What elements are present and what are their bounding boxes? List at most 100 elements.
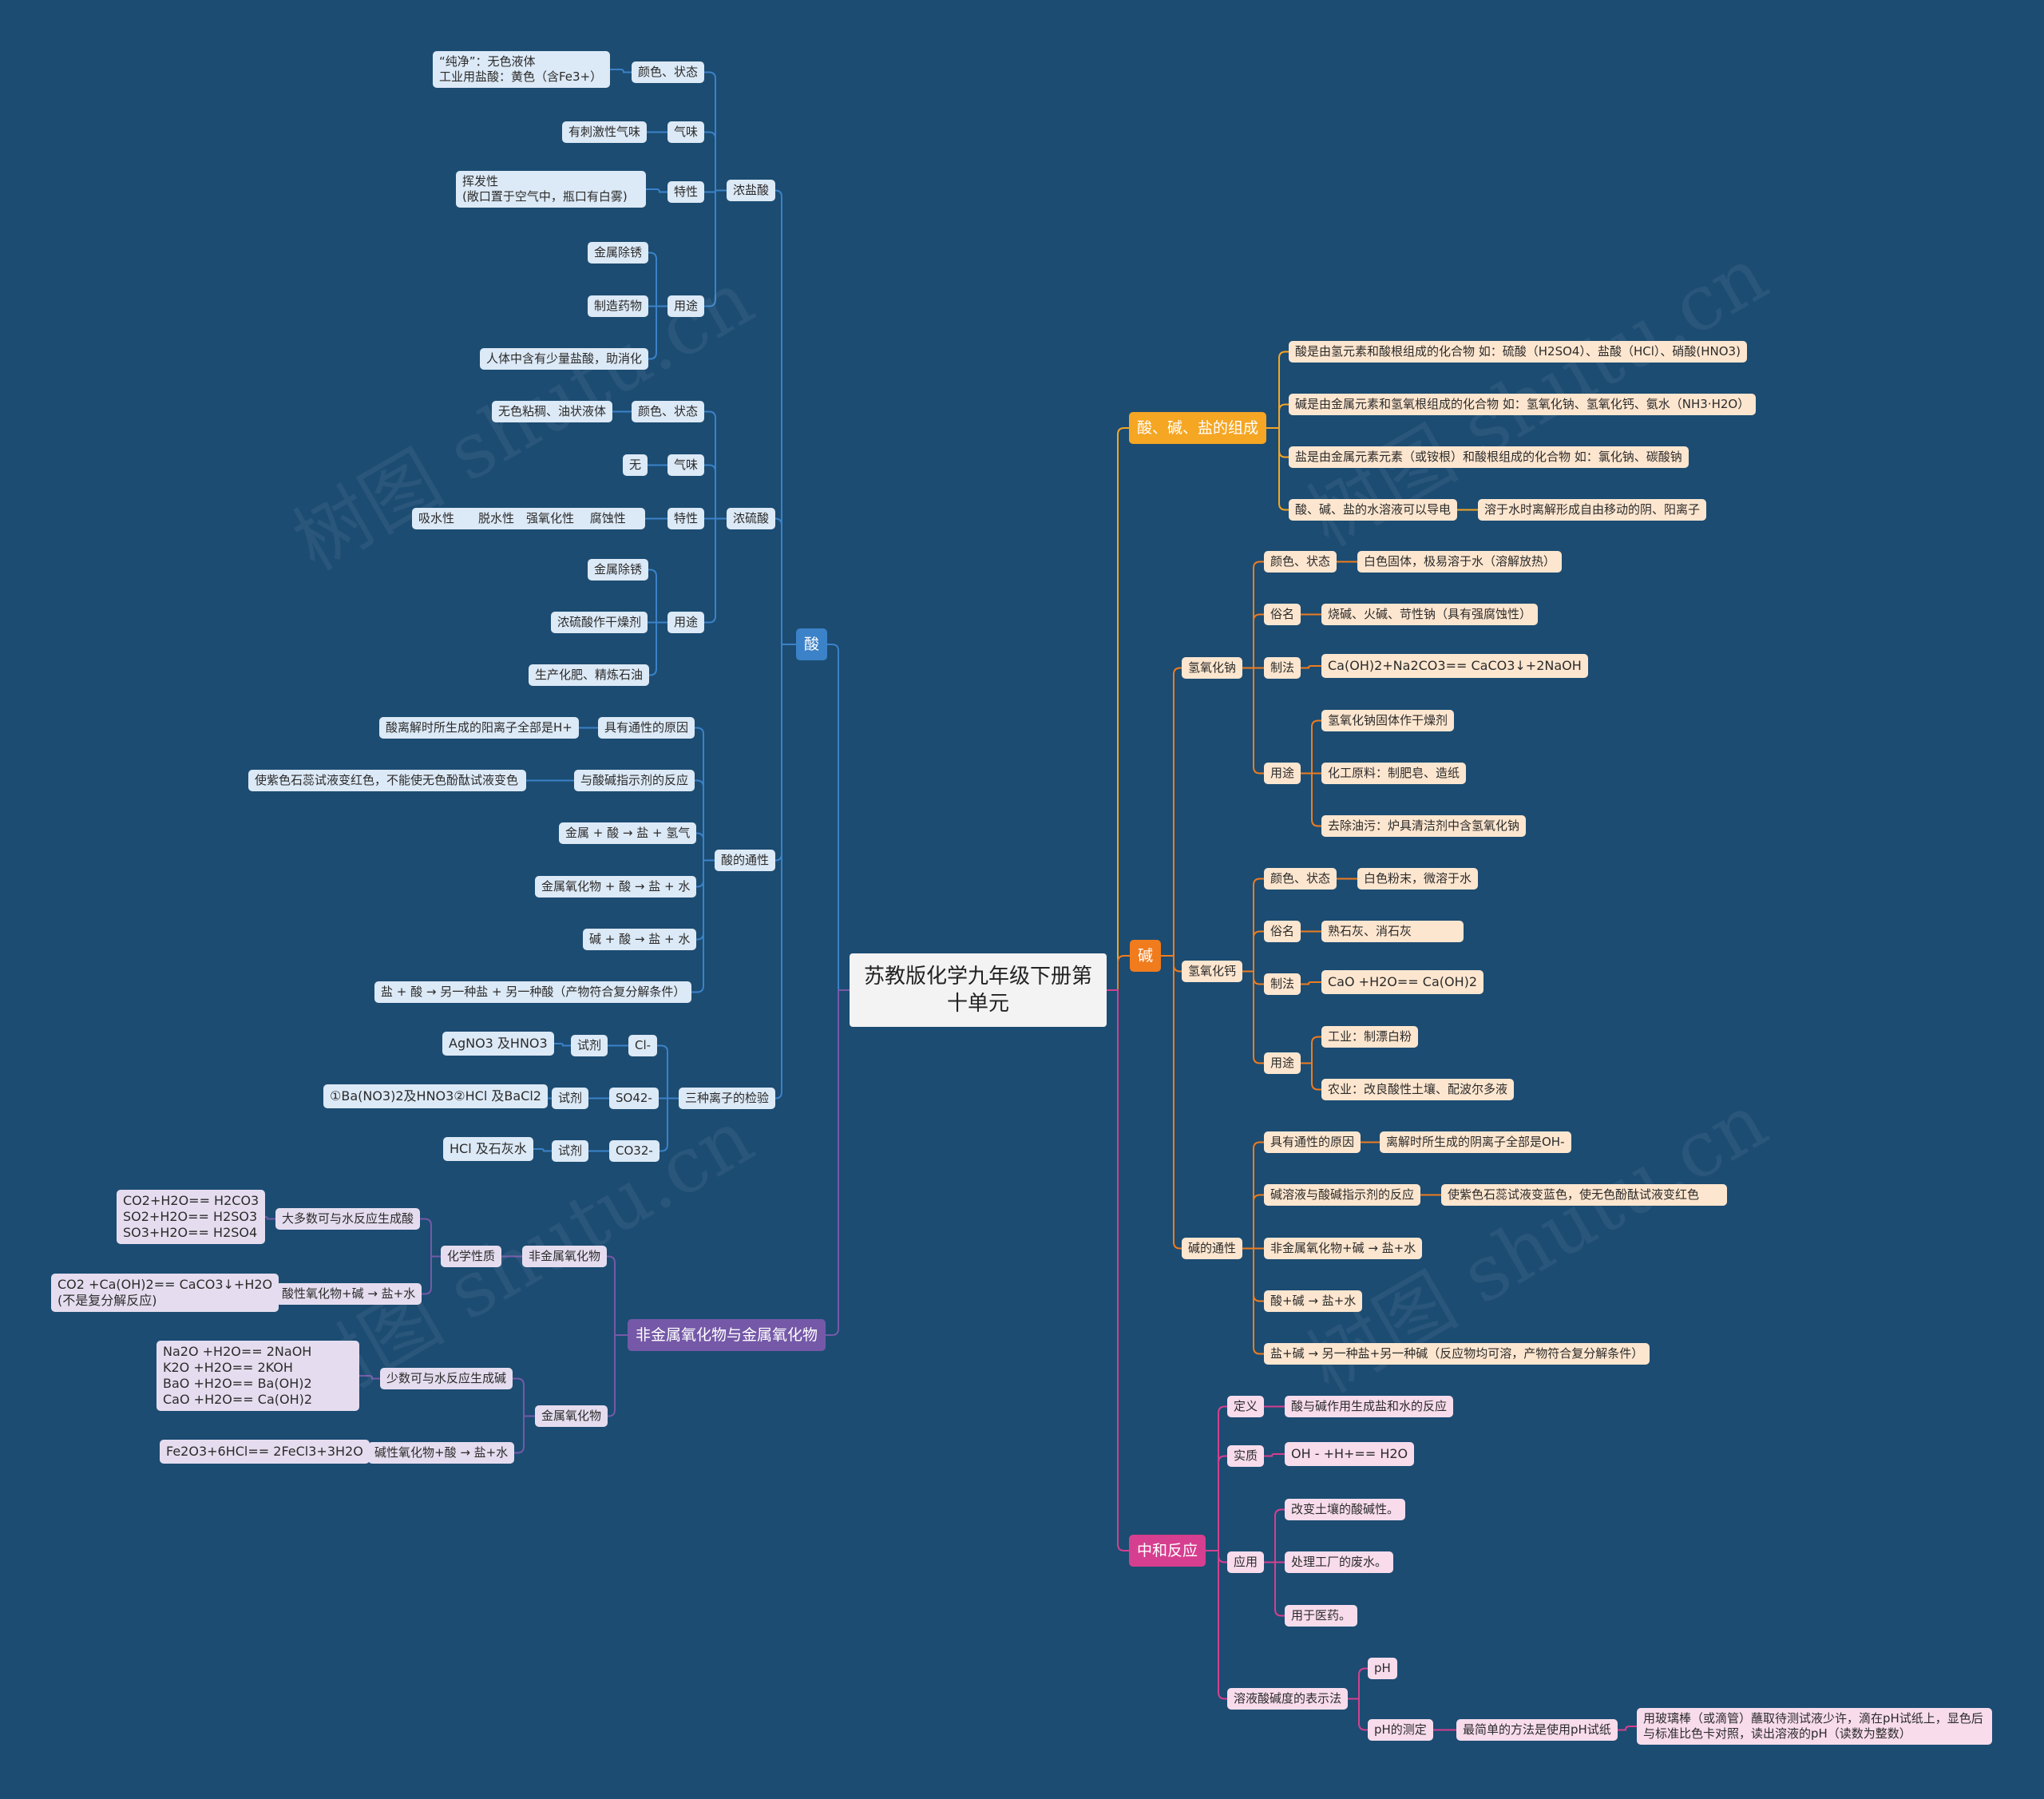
node-ion-test[interactable]: 三种离子的检验 — [679, 1088, 776, 1109]
node-metal-oxide-water[interactable]: 少数可与水反应生成碱 — [380, 1368, 513, 1389]
node-ion-reagent-label[interactable]: 试剂 — [552, 1088, 589, 1109]
node-caoh2-alias[interactable]: 俗名 — [1264, 921, 1301, 942]
branch-base[interactable]: 碱 — [1130, 940, 1162, 972]
node-ion-so4[interactable]: SO42- — [609, 1088, 659, 1109]
node-neut-essence[interactable]: 实质 — [1227, 1445, 1265, 1467]
branch-neutralization[interactable]: 中和反应 — [1129, 1535, 1206, 1567]
node-neut-use-item[interactable]: 用于医药。 — [1285, 1605, 1358, 1627]
node-neut-ph-method[interactable]: 最简单的方法是使用pH试纸 — [1456, 1719, 1618, 1741]
node-acid-common-reason[interactable]: 具有通性的原因 — [598, 717, 695, 739]
node-ion-reagent-label[interactable]: 试剂 — [552, 1140, 589, 1162]
node-nonmetal-oxide-chem[interactable]: 化学性质 — [441, 1246, 502, 1267]
node-acid-common-item[interactable]: 盐 + 酸 → 另一种盐 + 另一种酸（产物符合复分解条件） — [374, 981, 692, 1003]
node-caoh2-use[interactable]: 用途 — [1264, 1052, 1301, 1074]
node-base-common-item[interactable]: 盐+碱 → 另一种盐+另一种碱（反应物均可溶，产物符合复分解条件） — [1264, 1343, 1650, 1365]
node-base-indicator-value[interactable]: 使紫色石蕊试液变蓝色，使无色酚酞试液变红色 — [1441, 1184, 1727, 1206]
node-h2so4-smell-value[interactable]: 无 — [623, 454, 648, 476]
node-hcl-use-item[interactable]: 制造药物 — [588, 295, 649, 317]
node-naoh-alias-value[interactable]: 烧碱、火碱、苛性钠（具有强腐蚀性） — [1321, 604, 1539, 625]
node-base-common-item[interactable]: 酸+碱 → 盐+水 — [1264, 1290, 1363, 1312]
node-base-common[interactable]: 碱的通性 — [1182, 1238, 1243, 1259]
node-hcl-color-state[interactable]: 颜色、状态 — [632, 61, 705, 83]
node-base-common-reason[interactable]: 具有通性的原因 — [1264, 1131, 1361, 1153]
node-h2so4[interactable]: 浓硫酸 — [727, 508, 776, 529]
branch-acid[interactable]: 酸 — [796, 628, 828, 660]
node-acid-common[interactable]: 酸的通性 — [715, 850, 776, 871]
node-hcl-smell-value[interactable]: 有刺激性气味 — [562, 121, 648, 143]
node-hcl-color-state-value[interactable]: “纯净”：无色液体 工业用盐酸：黄色（含Fe3+） — [433, 51, 610, 88]
node-caoh2-use-item[interactable]: 农业：改良酸性土壤、配波尔多液 — [1321, 1079, 1515, 1100]
node-metal-oxide-water-value[interactable]: Na2O +H2O== 2NaOH K2O +H2O== 2KOH BaO +H… — [156, 1341, 359, 1411]
node-ion-reagent-label[interactable]: 试剂 — [571, 1035, 608, 1056]
node-naoh-use-item[interactable]: 化工原料：制肥皂、造纸 — [1321, 763, 1467, 784]
node-composition-conduct-reason[interactable]: 溶于水时离解形成自由移动的阴、阳离子 — [1478, 499, 1707, 521]
node-acid-indicator-value[interactable]: 使紫色石蕊试液变红色，不能使无色酚酞试液变色 — [248, 770, 526, 791]
node-hcl-feature[interactable]: 特性 — [667, 181, 705, 203]
node-ion-co3[interactable]: CO32- — [609, 1140, 660, 1162]
node-h2so4-use[interactable]: 用途 — [667, 612, 705, 633]
node-neut-ph-measure[interactable]: pH的测定 — [1368, 1719, 1433, 1741]
node-caoh2[interactable]: 氢氧化钙 — [1182, 961, 1243, 982]
node-acid-common-item[interactable]: 金属氧化物 + 酸 → 盐 + 水 — [535, 876, 697, 898]
node-composition-acid[interactable]: 酸是由氢元素和酸根组成的化合物 如：硫酸（H2SO4）、盐酸（HCl）、硝酸(H… — [1289, 341, 1747, 363]
node-naoh-color-state[interactable]: 颜色、状态 — [1264, 551, 1337, 573]
node-caoh2-color-state[interactable]: 颜色、状态 — [1264, 868, 1337, 890]
node-acid-indicator[interactable]: 与酸碱指示剂的反应 — [574, 770, 695, 791]
node-base-common-item[interactable]: 非金属氧化物+碱 → 盐+水 — [1264, 1238, 1423, 1259]
node-ion-cl[interactable]: Cl- — [628, 1035, 658, 1056]
node-composition-base[interactable]: 碱是由金属元素和氢氧根组成的化合物 如：氢氧化钠、氢氧化钙、氨水（NH3·H2O… — [1289, 394, 1757, 415]
node-caoh2-color-state-value[interactable]: 白色粉末，微溶于水 — [1357, 868, 1479, 890]
central-topic[interactable]: 苏教版化学九年级下册第十单元 — [850, 953, 1107, 1027]
node-neut-ph-detail[interactable]: 用玻璃棒（或滴管）蘸取待测试液少许，滴在pH试纸上，显色后 与标准比色卡对照，读… — [1637, 1708, 1992, 1745]
node-ion-reagent-value[interactable]: ①Ba(NO3)2及HNO3②HCl 及BaCl2 — [323, 1084, 548, 1108]
node-caoh2-make[interactable]: 制法 — [1264, 973, 1301, 995]
node-composition-salt[interactable]: 盐是由金属元素元素（或铵根）和酸根组成的化合物 如：氯化钠、碳酸钠 — [1289, 446, 1689, 468]
node-naoh-color-state-value[interactable]: 白色固体，极易溶于水（溶解放热） — [1357, 551, 1563, 573]
node-h2so4-use-item[interactable]: 浓硫酸作干燥剂 — [551, 612, 648, 633]
node-neut-ph-expression[interactable]: 溶液酸碱度的表示法 — [1227, 1688, 1349, 1710]
node-nonmetal-oxide[interactable]: 非金属氧化物 — [522, 1246, 608, 1267]
node-neut-use-item[interactable]: 改变土壤的酸碱性。 — [1285, 1499, 1406, 1520]
node-neut-ph[interactable]: pH — [1368, 1658, 1397, 1679]
node-acid-common-reason-value[interactable]: 酸离解时所生成的阳离子全部是H+ — [379, 717, 579, 739]
node-metal-oxide-acid-value[interactable]: Fe2O3+6HCl== 2FeCl3+3H2O — [160, 1440, 370, 1464]
node-nonmetal-oxide-water[interactable]: 大多数可与水反应生成酸 — [275, 1208, 421, 1230]
node-h2so4-color-state-value[interactable]: 无色粘稠、油状液体 — [492, 401, 613, 422]
node-h2so4-use-item[interactable]: 金属除锈 — [588, 559, 649, 581]
node-ion-reagent-value[interactable]: HCl 及石灰水 — [443, 1137, 533, 1161]
node-hcl-use-item[interactable]: 人体中含有少量盐酸，助消化 — [480, 348, 649, 370]
node-base-common-reason-value[interactable]: 离解时所生成的阴离子全部是OH- — [1380, 1131, 1571, 1153]
node-h2so4-feature[interactable]: 特性 — [667, 508, 705, 529]
node-neut-use[interactable]: 应用 — [1227, 1551, 1265, 1573]
branch-composition[interactable]: 酸、碱、盐的组成 — [1129, 412, 1267, 444]
node-h2so4-use-item[interactable]: 生产化肥、精炼石油 — [529, 664, 650, 686]
node-nonmetal-oxide-base-value[interactable]: CO2 +Ca(OH)2== CaCO3↓+H2O (不是复分解反应) — [51, 1274, 279, 1312]
node-naoh-use[interactable]: 用途 — [1264, 763, 1301, 784]
node-nonmetal-oxide-base[interactable]: 酸性氧化物+碱 → 盐+水 — [275, 1283, 422, 1305]
node-metal-oxide[interactable]: 金属氧化物 — [535, 1405, 608, 1427]
node-naoh-use-item[interactable]: 氢氧化钠固体作干燥剂 — [1321, 710, 1455, 731]
node-hcl-feature-value[interactable]: 挥发性 (敞口置于空气中，瓶口有白雾) — [456, 171, 646, 208]
node-neut-definition-value[interactable]: 酸与碱作用生成盐和水的反应 — [1285, 1396, 1454, 1417]
node-naoh-make-value[interactable]: Ca(OH)2+Na2CO3== CaCO3↓+2NaOH — [1321, 654, 1588, 678]
node-caoh2-use-item[interactable]: 工业：制漂白粉 — [1321, 1026, 1419, 1048]
branch-oxides[interactable]: 非金属氧化物与金属氧化物 — [628, 1319, 826, 1351]
node-naoh-make[interactable]: 制法 — [1264, 657, 1301, 679]
node-hcl-use[interactable]: 用途 — [667, 295, 705, 317]
node-hcl[interactable]: 浓盐酸 — [727, 180, 776, 201]
node-naoh-use-item[interactable]: 去除油污：炉具清洁剂中含氢氧化钠 — [1321, 815, 1527, 837]
node-ion-reagent-value[interactable]: AgNO3 及HNO3 — [442, 1032, 554, 1056]
node-acid-common-item[interactable]: 碱 + 酸 → 盐 + 水 — [583, 929, 697, 950]
node-caoh2-alias-value[interactable]: 熟石灰、消石灰 — [1321, 921, 1464, 942]
node-hcl-use-item[interactable]: 金属除锈 — [588, 242, 649, 264]
node-naoh-alias[interactable]: 俗名 — [1264, 604, 1301, 625]
node-composition-conduct[interactable]: 酸、碱、盐的水溶液可以导电 — [1289, 499, 1458, 521]
node-h2so4-smell[interactable]: 气味 — [667, 454, 705, 476]
node-hcl-smell[interactable]: 气味 — [667, 121, 705, 143]
node-neut-essence-value[interactable]: OH - +H+== H2O — [1285, 1442, 1415, 1466]
node-h2so4-color-state[interactable]: 颜色、状态 — [632, 401, 705, 422]
node-base-indicator[interactable]: 碱溶液与酸碱指示剂的反应 — [1264, 1184, 1421, 1206]
node-acid-common-item[interactable]: 金属 + 酸 → 盐 + 氢气 — [559, 822, 697, 844]
node-neut-use-item[interactable]: 处理工厂的废水。 — [1285, 1551, 1394, 1573]
node-neut-definition[interactable]: 定义 — [1227, 1396, 1265, 1417]
